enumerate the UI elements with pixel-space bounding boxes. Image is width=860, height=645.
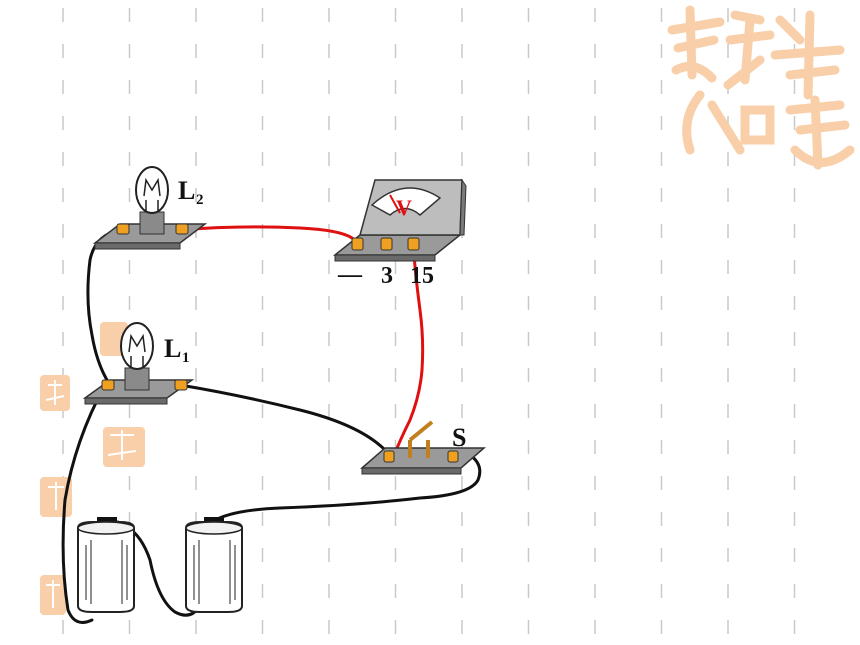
lamp-l1: L 1 bbox=[82, 322, 195, 405]
lamp2-label: L bbox=[178, 176, 195, 205]
battery-cell-icon bbox=[185, 517, 243, 613]
lamp2-subscript: 2 bbox=[196, 192, 204, 208]
lamp1-label: L bbox=[164, 334, 181, 363]
lamp1-subscript: 1 bbox=[182, 350, 190, 366]
lamp-l2: L 2 bbox=[92, 166, 208, 250]
red-wires bbox=[178, 225, 425, 460]
switch-label: S bbox=[452, 423, 466, 452]
battery-cell-icon bbox=[77, 517, 135, 613]
terminal-3-label: 3 bbox=[381, 263, 393, 289]
light-bulb-icon bbox=[120, 322, 154, 370]
light-bulb-icon bbox=[135, 166, 169, 214]
voltmeter-icon: V — 3 15 bbox=[332, 178, 467, 289]
voltmeter-symbol: V bbox=[396, 195, 412, 220]
terminal-15-label: 15 bbox=[410, 263, 434, 289]
seal-stamp-icon bbox=[40, 322, 145, 615]
seal-stamp-icon bbox=[667, 5, 855, 170]
terminal-negative-label: — bbox=[337, 262, 363, 288]
knife-switch-icon: S bbox=[359, 420, 487, 475]
